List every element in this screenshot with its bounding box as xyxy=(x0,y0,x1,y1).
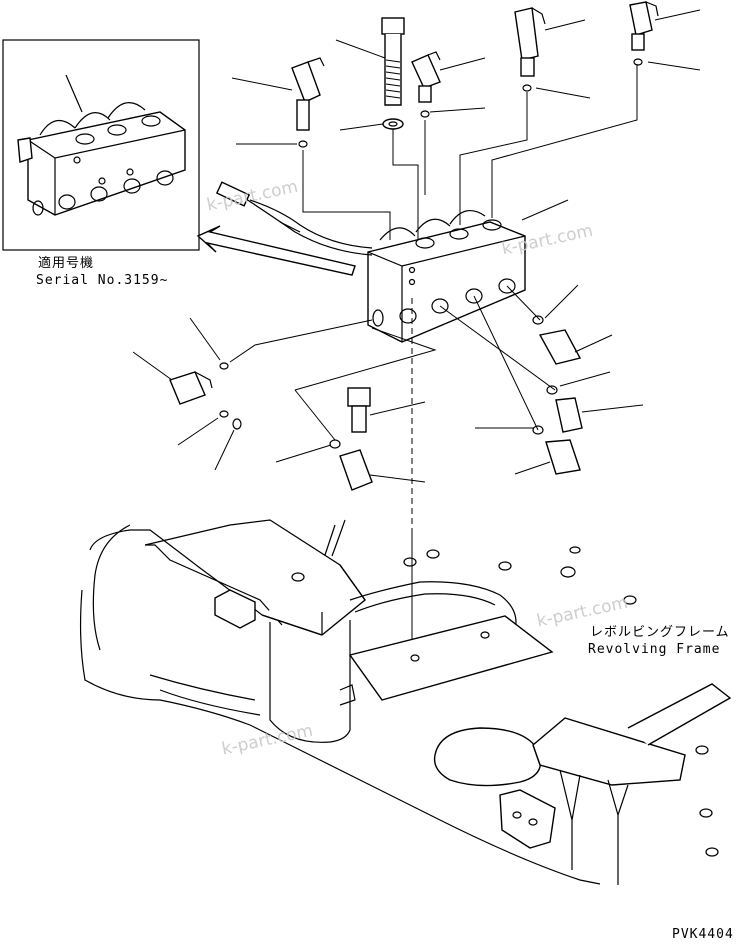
grease-manifold xyxy=(215,181,526,343)
fittings xyxy=(169,1,659,491)
frame-label-english: Revolving Frame xyxy=(588,642,721,657)
frame-label-japanese: レボルビングフレーム xyxy=(590,625,730,640)
inset-box xyxy=(2,39,200,251)
drawing-code: PVK4404 xyxy=(672,927,734,942)
connector-lines xyxy=(229,64,638,660)
leader-lines xyxy=(132,9,701,483)
revolving-frame xyxy=(79,519,732,885)
arrow-to-inset xyxy=(196,225,356,276)
inset-applicable-label: 適用号機 xyxy=(38,256,95,271)
inset-serial-label: Serial No.3159~ xyxy=(36,273,169,288)
